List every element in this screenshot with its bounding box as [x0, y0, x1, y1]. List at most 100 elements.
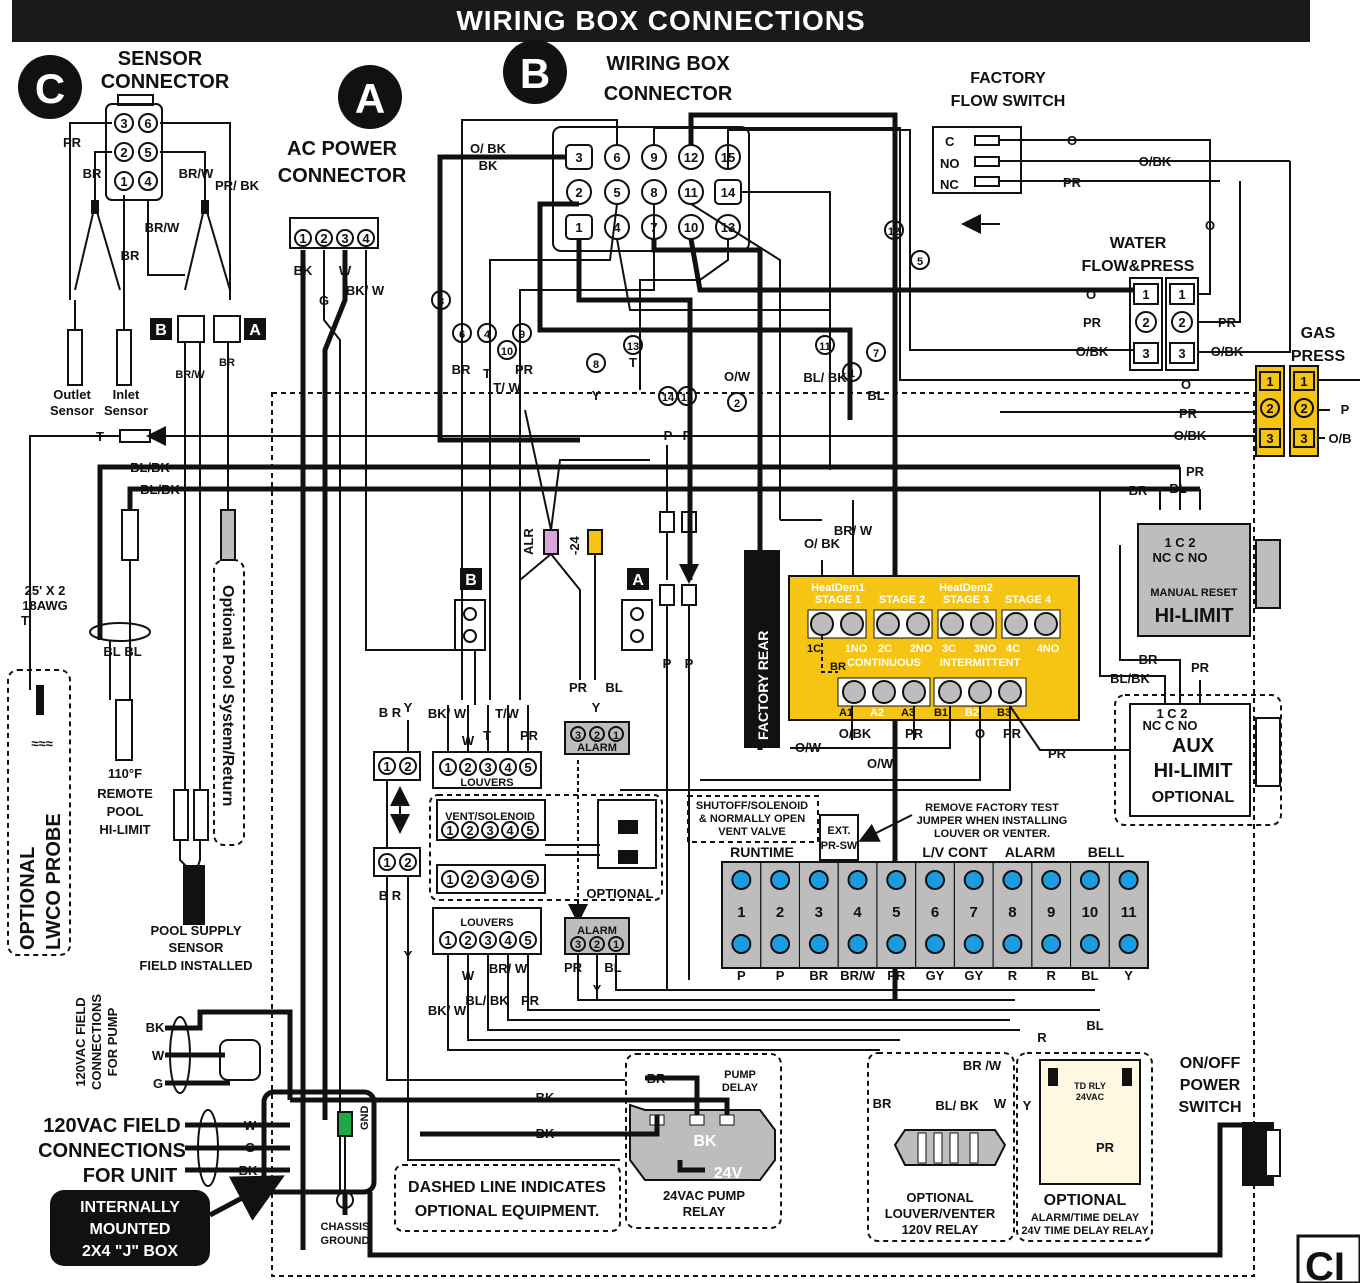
- terminal-screw: [963, 870, 984, 890]
- field-connections: 120VAC FIELD CONNECTIONS FOR PUMP BK W G…: [38, 994, 1245, 1266]
- svg-text:O/BK: O/BK: [1076, 344, 1109, 359]
- page-title: WIRING BOX CONNECTIONS: [12, 0, 1310, 42]
- water-flow-press: WATER FLOW&PRESS 1 2 3 1 2 3 O PR O/BK P…: [1076, 161, 1291, 371]
- svg-text:1: 1: [444, 933, 451, 948]
- terminal-screw: [886, 870, 907, 890]
- svg-text:STAGE 4: STAGE 4: [1005, 594, 1052, 606]
- terminal-screw: [1079, 870, 1100, 890]
- svg-text:1: 1: [446, 823, 453, 838]
- svg-text:A: A: [632, 572, 644, 589]
- svg-text:BL/BK: BL/BK: [130, 460, 170, 475]
- svg-text:BL/ BK: BL/ BK: [803, 370, 847, 385]
- svg-text:LOUVERS: LOUVERS: [460, 917, 513, 929]
- louver-connectors: B R Y BK/ W W T T/W PR 1 2 1 2 B R Y LOU…: [373, 700, 1100, 1161]
- svg-text:1: 1: [120, 174, 127, 189]
- svg-text:P: P: [663, 656, 672, 671]
- svg-text:1: 1: [1142, 287, 1149, 302]
- svg-text:INTERNALLY: INTERNALLY: [80, 1199, 180, 1216]
- svg-text:15: 15: [681, 392, 693, 404]
- terminal-screw: [731, 934, 752, 954]
- svg-text:FACTORY REAR: FACTORY REAR: [755, 631, 771, 740]
- terminal-wire-label: BL: [1081, 968, 1098, 983]
- svg-text:RELAY: RELAY: [683, 1204, 726, 1219]
- sensor-connector: SENSOR CONNECTOR 3 6 2 5 1 4 PR BR BR/W …: [50, 48, 266, 790]
- svg-text:13: 13: [627, 341, 639, 353]
- terminal-wire-label: GY: [964, 968, 983, 983]
- terminal-number: 9: [1047, 904, 1055, 921]
- svg-text:PR: PR: [1048, 746, 1067, 761]
- svg-text:Y: Y: [404, 700, 413, 715]
- svg-text:Sensor: Sensor: [50, 403, 94, 418]
- svg-text:PR: PR: [63, 135, 82, 150]
- svg-text:PR: PR: [1179, 406, 1198, 421]
- svg-text:INTERMITTENT: INTERMITTENT: [940, 657, 1021, 669]
- svg-text:2: 2: [466, 823, 473, 838]
- svg-text:25' X 2: 25' X 2: [25, 583, 66, 598]
- ac-power-pins: 1 2 3 4: [294, 229, 375, 247]
- terminal-number: 3: [815, 904, 823, 921]
- svg-text:WIRING BOX: WIRING BOX: [606, 53, 730, 75]
- svg-text:2: 2: [464, 760, 471, 775]
- svg-text:1: 1: [613, 730, 619, 742]
- svg-text:STAGE 3: STAGE 3: [943, 594, 989, 606]
- terminal-number: 1: [737, 904, 745, 921]
- svg-text:2: 2: [594, 730, 600, 742]
- alarm-connectors: PR Y BL 3 2 1 ALARM ALARM 3 2 1 PR Y BL: [564, 680, 1095, 1001]
- svg-text:PR: PR: [515, 362, 534, 377]
- svg-text:FOR UNIT: FOR UNIT: [83, 1165, 177, 1187]
- svg-text:O/ BK: O/ BK: [804, 536, 841, 551]
- svg-text:4: 4: [613, 220, 621, 235]
- svg-text:BR/W: BR/W: [175, 369, 205, 381]
- svg-text:4: 4: [504, 933, 512, 948]
- svg-text:1C: 1C: [807, 643, 821, 655]
- svg-text:Y: Y: [592, 700, 601, 715]
- badge-b: B: [503, 40, 567, 104]
- svg-text:HeatDem2: HeatDem2: [939, 582, 993, 594]
- svg-text:O: O: [1067, 133, 1077, 148]
- svg-text:11: 11: [684, 185, 698, 200]
- svg-text:A: A: [355, 75, 385, 122]
- svg-text:PR-SW: PR-SW: [821, 840, 858, 852]
- svg-text:120V RELAY: 120V RELAY: [902, 1222, 979, 1237]
- svg-text:B R: B R: [379, 888, 402, 903]
- svg-text:2: 2: [404, 855, 411, 870]
- svg-text:B R: B R: [379, 705, 402, 720]
- svg-text:110°F: 110°F: [108, 766, 142, 781]
- svg-text:BL: BL: [103, 644, 120, 659]
- svg-text:ALARM: ALARM: [577, 925, 617, 937]
- svg-text:BL: BL: [604, 960, 621, 975]
- svg-text:PR: PR: [569, 680, 588, 695]
- minus24-connector: [587, 529, 603, 555]
- svg-text:SWITCH: SWITCH: [1178, 1099, 1241, 1116]
- svg-text:R: R: [1037, 1030, 1047, 1045]
- svg-text:HI-LIMIT: HI-LIMIT: [1155, 605, 1234, 627]
- svg-text:11: 11: [819, 341, 831, 353]
- terminal-wire-label: R: [1008, 968, 1018, 983]
- svg-text:NC C NO: NC C NO: [1153, 550, 1208, 565]
- svg-text:2C: 2C: [878, 643, 892, 655]
- svg-text:2: 2: [734, 398, 740, 410]
- terminal-screw: [1002, 870, 1023, 890]
- svg-text:DELAY: DELAY: [722, 1082, 759, 1094]
- svg-text:6: 6: [613, 150, 620, 165]
- svg-text:PR: PR: [520, 728, 539, 743]
- terminal-screw: [1079, 934, 1100, 954]
- svg-text:O: O: [975, 726, 985, 741]
- svg-text:PRESS: PRESS: [1291, 348, 1346, 365]
- svg-text:5: 5: [524, 760, 531, 775]
- svg-text:2: 2: [320, 231, 327, 246]
- terminal-screw: [770, 934, 791, 954]
- terminal-screw: [808, 870, 829, 890]
- svg-text:OPTIONAL: OPTIONAL: [17, 847, 39, 950]
- svg-text:2: 2: [1178, 315, 1185, 330]
- svg-text:PR: PR: [1186, 464, 1205, 479]
- terminal-screw: [808, 934, 829, 954]
- svg-text:1: 1: [1300, 374, 1307, 389]
- svg-text:NC: NC: [940, 177, 959, 192]
- svg-text:ALARM: ALARM: [1005, 844, 1056, 860]
- svg-text:O/W: O/W: [724, 369, 751, 384]
- svg-text:ON/OFF: ON/OFF: [1180, 1055, 1241, 1072]
- wire-number-labels: 3 6 4 10 9 8 13 14 15 2 11 1 7 12 5: [431, 220, 930, 412]
- svg-text:18AWG: 18AWG: [22, 598, 68, 613]
